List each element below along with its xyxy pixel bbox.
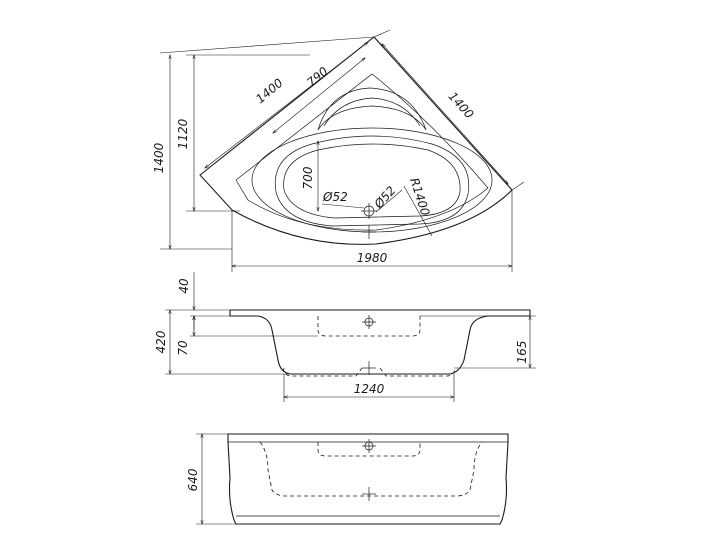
dim-420: 420 <box>154 330 168 353</box>
dim-40: 40 <box>177 278 191 294</box>
tub-outline-top <box>199 36 513 245</box>
dim-diag-790: 790 <box>304 64 331 90</box>
dim-1980: 1980 <box>357 251 388 265</box>
front-view: 640 <box>186 433 509 525</box>
dim-640: 640 <box>186 468 200 491</box>
side-view: 40 420 70 165 1240 <box>154 272 536 402</box>
basin-outer <box>251 127 493 233</box>
dim-left-1120: 1120 <box>176 118 190 149</box>
headrest <box>317 87 427 131</box>
dim-d52-right: Ø52 <box>371 183 399 211</box>
tub-outline-front <box>227 433 509 525</box>
dim-right-1400: 1400 <box>446 89 477 121</box>
dim-r1400: R1400 <box>407 176 432 218</box>
dim-165: 165 <box>515 341 529 364</box>
dim-70: 70 <box>176 340 190 356</box>
dim-d52-left: Ø52 <box>322 190 348 204</box>
dim-left-1400: 1400 <box>152 142 166 173</box>
dim-1240: 1240 <box>354 382 385 396</box>
dim-diag-1400: 1400 <box>253 76 286 107</box>
dim-700: 700 <box>301 166 315 189</box>
tub-outline-side <box>229 309 531 375</box>
top-view: 1400 1120 1400 790 1400 700 Ø52 Ø52 R140… <box>152 29 525 272</box>
